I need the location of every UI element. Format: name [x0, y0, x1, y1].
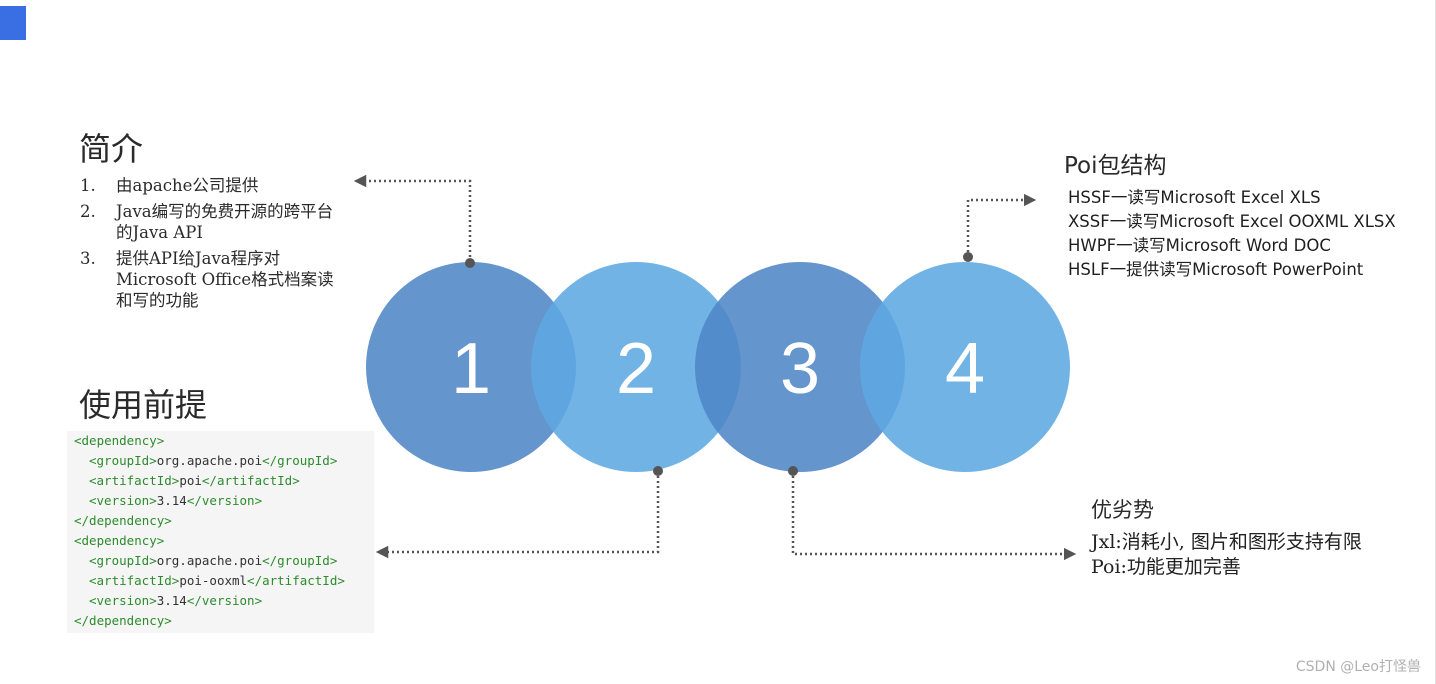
intro-item-text: Java编写的免费开源的跨平台的Java API — [116, 202, 334, 242]
intro-item-number: 1. — [80, 176, 96, 195]
xml-tag: </dependency> — [74, 613, 172, 628]
xml-value: org.apache.poi — [156, 553, 263, 568]
xml-tag: </artifactId> — [201, 473, 300, 488]
xml-tag: <groupId> — [89, 553, 157, 568]
code-line: <dependency> — [74, 431, 374, 451]
xml-tag: </groupId> — [262, 453, 338, 468]
intro-title: 简介 — [79, 130, 144, 168]
advantage-item: Poi:功能更加完善 — [1091, 556, 1241, 578]
xml-tag: <version> — [89, 493, 157, 508]
xml-value: poi — [179, 473, 202, 488]
intro-list: 1. 由apache公司提供 2. Java编写的免费开源的跨平台的Java API 3… — [80, 175, 340, 316]
poi-structure-title: Poi包结构 — [1064, 153, 1167, 179]
poi-structure-item: HSLF一提供读写Microsoft PowerPoint — [1068, 260, 1364, 279]
xml-tag: <dependency> — [74, 533, 165, 548]
connector-prereq — [375, 471, 660, 559]
poi-structure-item: HWPF一读写Microsoft Word DOC — [1068, 236, 1331, 255]
poi-structure-item: XSSF一读写Microsoft Excel OOXML XLSX — [1068, 212, 1396, 231]
intro-item: 3. 提供API给Java程序对Microsoft Office格式档案读和写的功… — [80, 248, 340, 311]
intro-item: 1. 由apache公司提供 — [80, 175, 340, 196]
poi-structure-list: HSSF一读写Microsoft Excel XLS XSSF一读写Micros… — [1068, 186, 1396, 282]
xml-tag: <version> — [89, 593, 157, 608]
xml-value: org.apache.poi — [156, 453, 263, 468]
xml-tag: </version> — [186, 593, 263, 608]
code-line: <version>3.14</version> — [74, 491, 374, 511]
connector-dot-4 — [963, 252, 973, 262]
watermark: CSDN @Leo打怪兽 — [1295, 659, 1421, 675]
step-circle-2 — [531, 262, 741, 472]
prereq-title: 使用前提 — [79, 386, 208, 424]
code-line: <version>3.14</version> — [74, 591, 374, 611]
connector-dot-1 — [465, 258, 475, 268]
connector-dot-3 — [788, 466, 798, 476]
xml-value: poi-ooxml — [179, 573, 248, 588]
xml-value: 3.14 — [156, 493, 187, 508]
code-line: <artifactId>poi</artifactId> — [74, 471, 374, 491]
step-circle-4 — [860, 262, 1070, 472]
connector-poi-structure — [966, 193, 1037, 257]
circles-group: 1 2 3 4 — [366, 262, 1070, 472]
corner-accent-tab — [0, 6, 26, 40]
poi-structure-item: HSSF一读写Microsoft Excel XLS — [1068, 188, 1321, 207]
code-line: <groupId>org.apache.poi</groupId> — [74, 551, 374, 571]
intro-item: 2. Java编写的免费开源的跨平台的Java API — [80, 201, 340, 243]
code-line: <artifactId>poi-ooxml</artifactId> — [74, 571, 374, 591]
xml-tag: <artifactId> — [89, 473, 180, 488]
xml-tag: <artifactId> — [89, 573, 180, 588]
xml-tag: </dependency> — [74, 513, 172, 528]
advantage-item: Jxl:消耗小, 图片和图形支持有限 — [1091, 531, 1362, 553]
step-circle-label: 1 — [451, 329, 491, 409]
intro-item-number: 3. — [80, 249, 96, 268]
xml-tag: </version> — [186, 493, 263, 508]
xml-tag: <groupId> — [89, 453, 157, 468]
xml-value: 3.14 — [156, 593, 187, 608]
intro-item-text: 由apache公司提供 — [116, 176, 259, 195]
xml-tag: </groupId> — [262, 553, 338, 568]
code-line: </dependency> — [74, 611, 374, 631]
connector-advantages — [791, 471, 1077, 561]
step-circle-3 — [695, 262, 905, 472]
intro-item-number: 2. — [80, 202, 96, 221]
intro-item-text: 提供API给Java程序对Microsoft Office格式档案读和写的功能 — [116, 249, 334, 310]
connectors-group — [353, 174, 1077, 561]
step-circle-label: 2 — [616, 329, 656, 409]
step-circle-label: 3 — [780, 329, 820, 409]
xml-tag: <dependency> — [74, 433, 165, 448]
code-line: <groupId>org.apache.poi</groupId> — [74, 451, 374, 471]
dependency-code-block: <dependency><groupId>org.apache.poi</gro… — [67, 431, 374, 633]
step-circle-label: 4 — [945, 329, 985, 409]
code-line: <dependency> — [74, 531, 374, 551]
connector-dot-2 — [653, 466, 663, 476]
advantages-list: Jxl:消耗小, 图片和图形支持有限 Poi:功能更加完善 — [1091, 530, 1362, 580]
xml-tag: </artifactId> — [247, 573, 345, 588]
code-line: </dependency> — [74, 511, 374, 531]
advantages-title: 优劣势 — [1091, 498, 1154, 522]
connector-intro — [353, 174, 472, 262]
step-circle-1 — [366, 262, 576, 472]
